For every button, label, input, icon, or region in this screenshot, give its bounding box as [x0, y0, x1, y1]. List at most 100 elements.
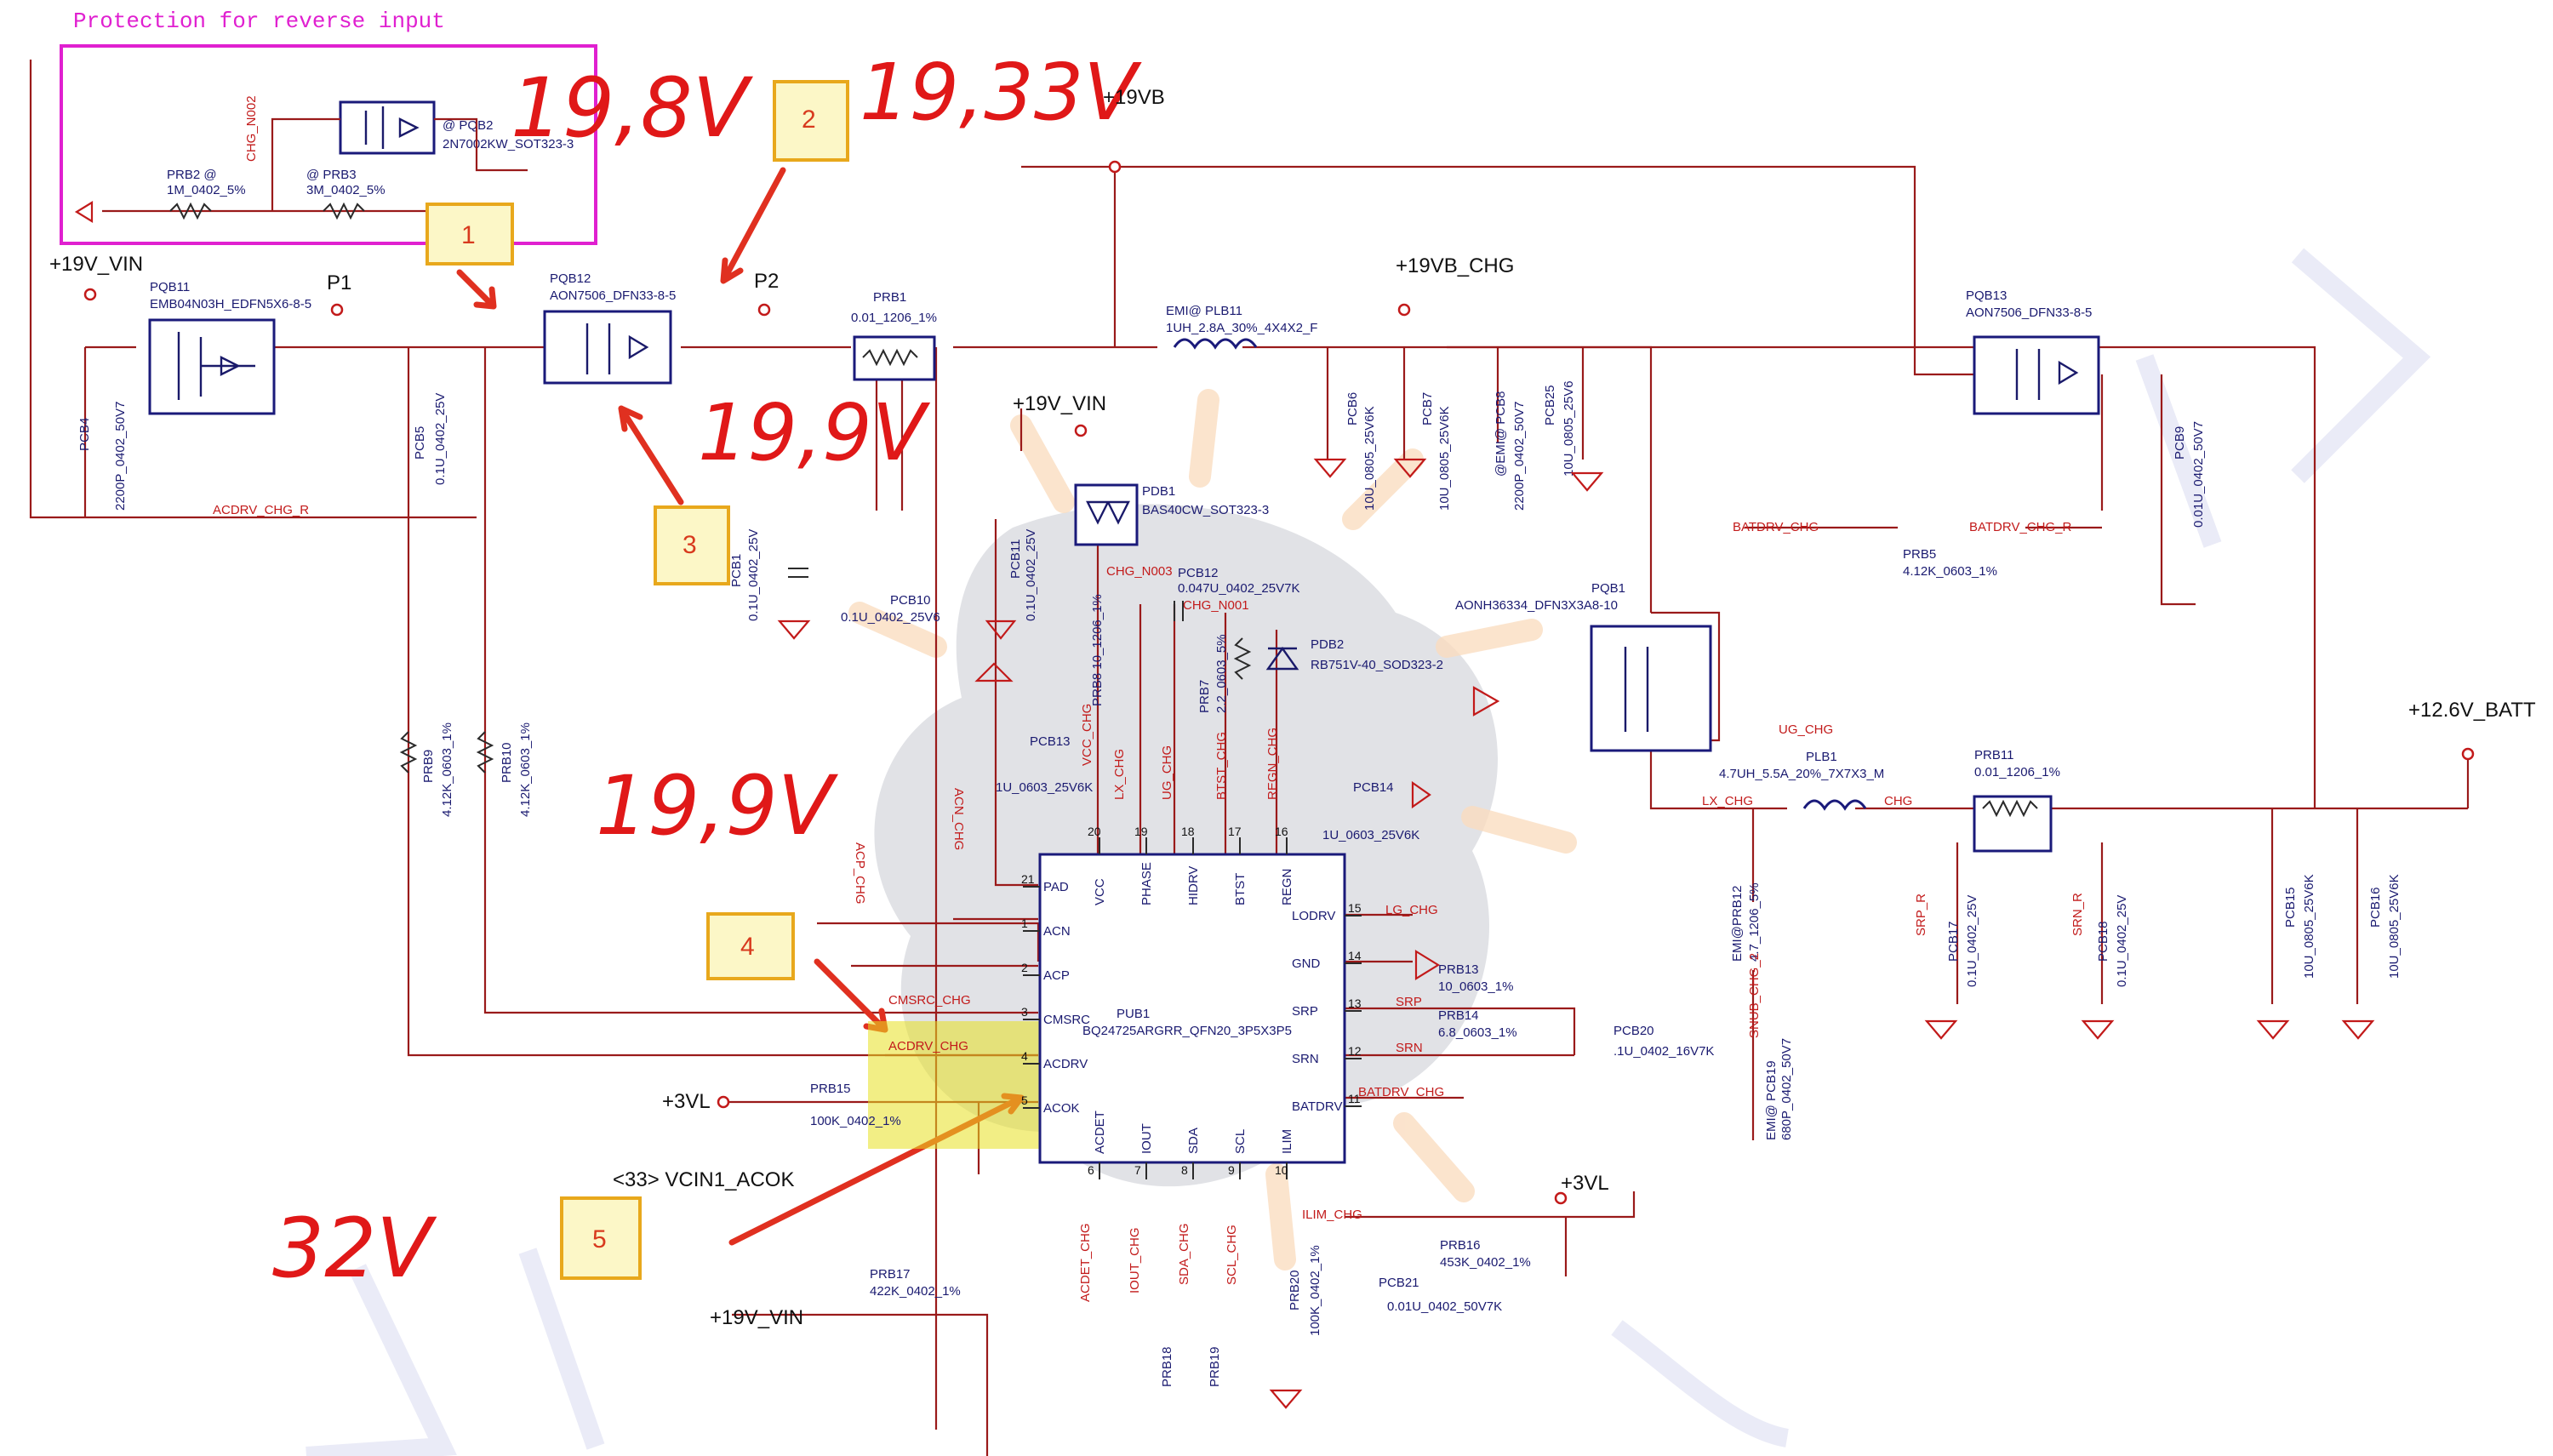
prb16-ref: PRB16	[1440, 1238, 1481, 1253]
net-vcc-chg: VCC_CHG	[1080, 704, 1094, 766]
rail-19vb: +19VB	[1103, 86, 1165, 109]
prb1-value: 0.01_1206_1%	[851, 311, 937, 325]
pcb13-value: 1U_0603_25V6K	[996, 780, 1093, 795]
note-19-9v-a: 19,9V	[698, 387, 931, 478]
prb1-ref: PRB1	[873, 290, 906, 305]
net-snub-chg: SNUB_CHG_2	[1747, 953, 1762, 1038]
rail-3vl-right: +3VL	[1561, 1172, 1609, 1195]
battery-caps: SRP_R SRN_R PCB17 0.1U_0402_25V PCB18 0.…	[1914, 874, 2402, 987]
prb15-ref: PRB15	[810, 1082, 851, 1096]
prb12-value: 4.7_1206_5%	[1747, 882, 1762, 962]
ic-pin-number-left: 5	[1021, 1093, 1028, 1107]
arrow-4	[814, 958, 888, 1033]
resistor-prb1: PRB1 0.01_1206_1%	[851, 290, 937, 381]
prb17-value: 422K_0402_1%	[870, 1284, 961, 1299]
ic-pin-number-top: 19	[1134, 825, 1148, 838]
net-cmsrc-chg: CMSRC_CHG	[888, 993, 971, 1008]
note-32v: 32V	[272, 1201, 437, 1296]
pub1-ref: PUB1	[1117, 1007, 1150, 1021]
ic-pin-number-right: 12	[1348, 1044, 1362, 1058]
ic-pin-number-bottom: 9	[1228, 1163, 1235, 1177]
callout-4-label: 4	[740, 933, 755, 961]
pqb13-value: AON7506_DFN33-8-5	[1966, 305, 2092, 320]
caps-input: PCB1 0.1U_0402_25V PCB10 0.1U_0402_25V6 …	[729, 529, 1419, 842]
net-srp-r: SRP_R	[1914, 894, 1928, 936]
pdb2-ref: PDB2	[1311, 637, 1344, 652]
ic-pin-number-bottom: 10	[1275, 1163, 1288, 1177]
pcb16-ref: PCB16	[2368, 887, 2383, 928]
charger-ic-pub1: PUB1 BQ24725ARGRR_QFN20_3P5X3P5 VCC20PHA…	[1021, 825, 1362, 1179]
net-batdrv-chg-r: BATDRV_CHG_R	[1969, 520, 2071, 534]
prb3-value: 3M_0402_5%	[306, 183, 386, 197]
pcb18-value: 0.1U_0402_25V	[2115, 895, 2129, 987]
ic-pin-label-left: CMSRC	[1043, 1013, 1090, 1027]
divider-resistors: PRB9 4.12K_0603_1% PRB10 4.12K_0603_1%	[399, 722, 533, 817]
prb7-ref: PRB7	[1197, 680, 1212, 713]
bootstrap-network: PCB12 0.047U_0402_25V7K CHG_N001 PRB7 2.…	[1174, 566, 1443, 713]
pdb1-ref: PDB1	[1142, 484, 1175, 499]
pcb25-value: 10U_0805_25V6	[1562, 380, 1576, 477]
ic-pin-label-left: ACN	[1043, 924, 1071, 939]
ic-pin-label-top: VCC	[1093, 878, 1107, 905]
rail-12v6-batt: +12.6V_BATT	[2408, 699, 2536, 722]
ic-pin-label-right: GND	[1292, 956, 1321, 971]
net-chg-n003: CHG_N003	[1106, 564, 1173, 579]
note-19-9v-b: 19,9V	[596, 758, 839, 854]
callout-4: 4	[706, 912, 795, 980]
callout-5: 5	[560, 1196, 642, 1280]
callout-3: 3	[654, 505, 730, 585]
label-p1: P1	[327, 271, 351, 294]
prb7-value: 2.2_0603_5%	[1214, 634, 1229, 713]
prb10-ref: PRB10	[500, 742, 514, 783]
pcb17-ref: PCB17	[1946, 921, 1961, 962]
rail-3vl-left: +3VL	[662, 1090, 711, 1113]
ic-pin-number-left: 2	[1021, 961, 1028, 974]
inductor-plb1: PLB1 4.7UH_5.5A_20%_7X7X3_M LX_CHG CHG	[1702, 750, 1912, 811]
pcb12-value: 0.047U_0402_25V7K	[1178, 581, 1299, 596]
net-lx-chg-right: LX_CHG	[1702, 794, 1753, 808]
ic-pin-label-bottom: SDA	[1186, 1128, 1201, 1154]
ic-net-labels: LX_CHG UG_CHG BTST_CHG REGN_CHG VCC_CHG …	[853, 704, 1444, 1302]
prb3-ref: @ PRB3	[306, 168, 357, 182]
pqb11-value: EMB04N03H_EDFN5X6-8-5	[150, 297, 311, 311]
ic-pin-label-right: SRP	[1292, 1004, 1318, 1019]
ic-pin-number-top: 17	[1228, 825, 1242, 838]
prb2-value: 1M_0402_5%	[167, 183, 246, 197]
net-acdet-chg: ACDET_CHG	[1078, 1223, 1093, 1302]
pcb6-ref: PCB6	[1345, 392, 1360, 425]
pcb14-ref: PCB14	[1353, 780, 1394, 795]
pcb21-ref: PCB21	[1379, 1276, 1419, 1290]
net-chg: CHG	[1884, 794, 1912, 808]
rail-19vb-chg: +19VB_CHG	[1396, 254, 1514, 277]
misc-passives: PRB13 10_0603_1% PRB14 6.8_0603_1% PCB20…	[810, 962, 1714, 1387]
pub1-value: BQ24725ARGRR_QFN20_3P5X3P5	[1082, 1024, 1292, 1038]
ic-pin-label-bottom: ACDET	[1093, 1111, 1107, 1154]
net-ug-chg-right: UG_CHG	[1779, 722, 1833, 737]
pqb1-value: AONH36334_DFN3X3A8-10	[1455, 598, 1618, 613]
pcb25-ref: PCB25	[1543, 385, 1557, 425]
pcb8-ref: @EMI@ PCB8	[1494, 391, 1508, 477]
net-regn-chg: REGN_CHG	[1265, 728, 1280, 800]
net-ug-chg: UG_CHG	[1160, 745, 1174, 800]
pcb5-value: 0.1U_0402_25V	[433, 393, 448, 485]
ic-pin-label-left: ACDRV	[1043, 1057, 1088, 1071]
prb11-ref: PRB11	[1974, 748, 2013, 762]
rail-vcin1-acok: <33> VCIN1_ACOK	[613, 1168, 794, 1191]
pcb15-ref: PCB15	[2283, 887, 2298, 928]
ic-pin-label-bottom: SCL	[1233, 1129, 1248, 1154]
net-ilim-chg: ILIM_CHG	[1302, 1208, 1362, 1222]
rail-19v-vin-left: +19V_VIN	[49, 253, 143, 276]
pcb9-value: 0.01U_0402_50V7	[2191, 421, 2206, 528]
pcb19-value: 680P_0402_50V7	[1779, 1038, 1794, 1140]
callout-3-label: 3	[683, 531, 697, 559]
net-chg-n002: CHG_N002	[244, 95, 259, 162]
net-acp-chg: ACP_CHG	[853, 842, 867, 905]
prb14-value: 6.8_0603_1%	[1438, 1025, 1517, 1040]
caps-output: PCB6 10U_0805_25V6K PCB7 10U_0805_25V6K …	[77, 380, 2206, 528]
net-srn-r: SRN_R	[2070, 893, 2085, 936]
pcb13-ref: PCB13	[1030, 734, 1071, 749]
protection-title: Protection for reverse input	[73, 9, 445, 34]
pcb19-ref: EMI@ PCB19	[1764, 1060, 1779, 1140]
mosfet-pqb11: PQB11 EMB04N03H_EDFN5X6-8-5	[148, 280, 311, 415]
net-srp: SRP	[1396, 995, 1422, 1009]
